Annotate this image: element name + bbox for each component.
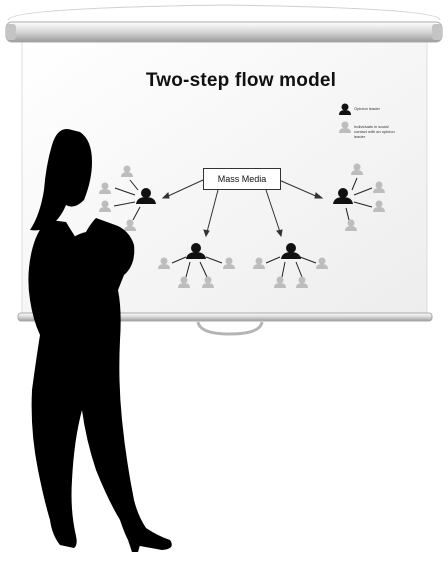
mass-media-node: Mass Media bbox=[203, 168, 281, 190]
diagram-title: Two-step flow model bbox=[145, 70, 337, 91]
legend-label-opinion-leader: Opinion leader bbox=[354, 106, 381, 111]
woman-silhouette bbox=[28, 129, 172, 552]
diffusion-arrows bbox=[113, 177, 373, 278]
diagram-arrows bbox=[161, 179, 324, 238]
legend-label-individuals: Individuals in social contact with an op… bbox=[354, 124, 395, 139]
screen-bottom-bar bbox=[17, 312, 433, 322]
screen-top-roller bbox=[5, 21, 443, 43]
screen-pull-handle bbox=[196, 321, 264, 336]
